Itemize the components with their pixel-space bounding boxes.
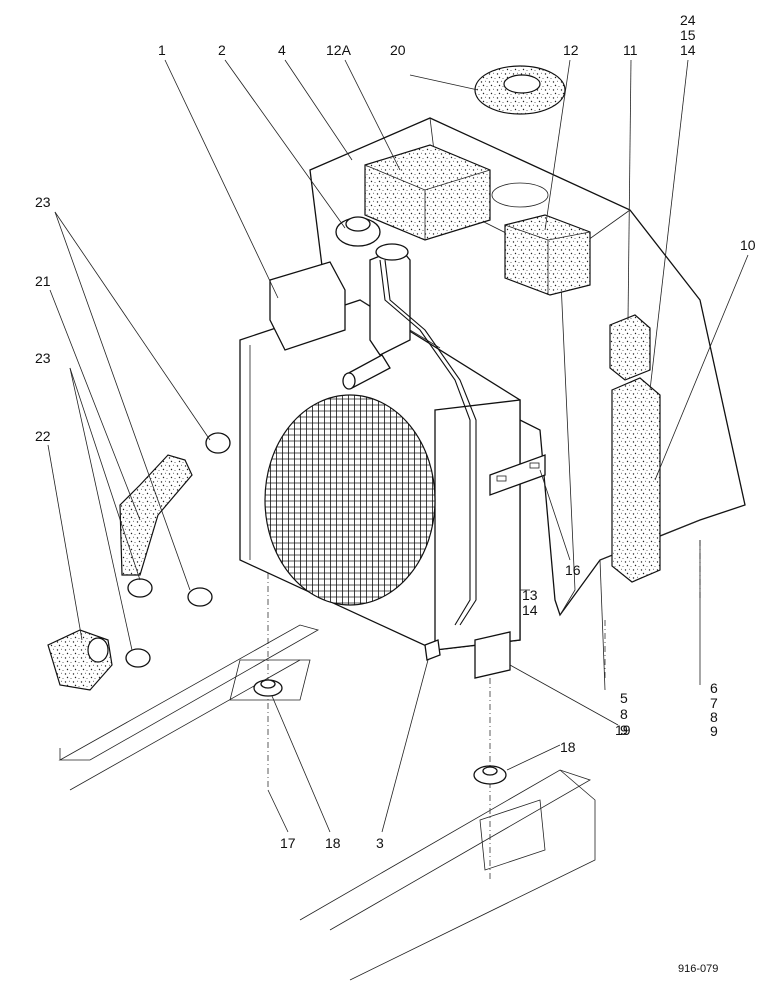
callout-16: 16 bbox=[565, 562, 581, 578]
callout-1: 1 bbox=[158, 42, 166, 58]
callout-21: 21 bbox=[35, 273, 51, 289]
callout-3: 3 bbox=[376, 835, 384, 851]
callout-10: 10 bbox=[740, 237, 756, 253]
foam-seal-12 bbox=[504, 214, 591, 296]
callout-6: 6 bbox=[710, 680, 718, 696]
callout-8-b: 8 bbox=[710, 709, 718, 725]
callout-17: 17 bbox=[280, 835, 296, 851]
callout-4: 4 bbox=[278, 42, 286, 58]
hose-clip-d bbox=[125, 648, 151, 668]
callout-23-top: 23 bbox=[35, 194, 51, 210]
rubber-mount-18-left bbox=[253, 679, 283, 697]
callout-24: 24 bbox=[680, 12, 696, 28]
header-tank bbox=[269, 243, 411, 356]
leader-lines bbox=[47, 59, 749, 833]
callout-14-top: 14 bbox=[680, 42, 696, 58]
mounting-bracket-16 bbox=[489, 454, 546, 496]
hose-22 bbox=[47, 629, 113, 691]
callout-12a: 12A bbox=[326, 42, 352, 58]
hose-21 bbox=[119, 454, 193, 576]
overflow-tube bbox=[379, 259, 477, 626]
callout-23-mid: 23 bbox=[35, 350, 51, 366]
foam-seal-11 bbox=[609, 314, 651, 381]
hose-clip-a bbox=[205, 432, 231, 454]
callout-13: 13 bbox=[522, 587, 538, 603]
gasket-ring-20 bbox=[474, 65, 566, 115]
callout-19: 19 bbox=[615, 722, 631, 738]
callout-2: 2 bbox=[218, 42, 226, 58]
foam-seal-12a bbox=[364, 144, 491, 241]
callout-11: 11 bbox=[623, 42, 638, 58]
callout-9-a: 9 bbox=[620, 722, 628, 738]
frame-rail-right bbox=[299, 600, 596, 981]
rubber-mount-18-right bbox=[473, 765, 507, 785]
callout-14-mid: 14 bbox=[522, 602, 538, 618]
outlet-pipe bbox=[342, 354, 391, 390]
callout-12: 12 bbox=[563, 42, 579, 58]
hose-clip-b bbox=[187, 587, 213, 607]
side-plate-19 bbox=[474, 631, 511, 679]
hose-clip-c bbox=[127, 578, 153, 598]
callout-18-left: 18 bbox=[325, 835, 341, 851]
callout-9-b: 9 bbox=[710, 723, 718, 739]
frame-rail-left bbox=[58, 560, 320, 791]
drawing-reference: 916-079 bbox=[678, 963, 718, 975]
drain-cock-3 bbox=[424, 639, 441, 661]
callout-5: 5 bbox=[620, 690, 628, 706]
callout-20: 20 bbox=[390, 42, 406, 58]
callout-15: 15 bbox=[680, 27, 696, 43]
callout-7: 7 bbox=[710, 695, 718, 711]
callout-8-a: 8 bbox=[620, 706, 628, 722]
callout-22: 22 bbox=[35, 428, 51, 444]
radiator-cap-2 bbox=[335, 216, 381, 247]
callout-18-right: 18 bbox=[560, 739, 576, 755]
foam-seal-10 bbox=[611, 377, 661, 583]
